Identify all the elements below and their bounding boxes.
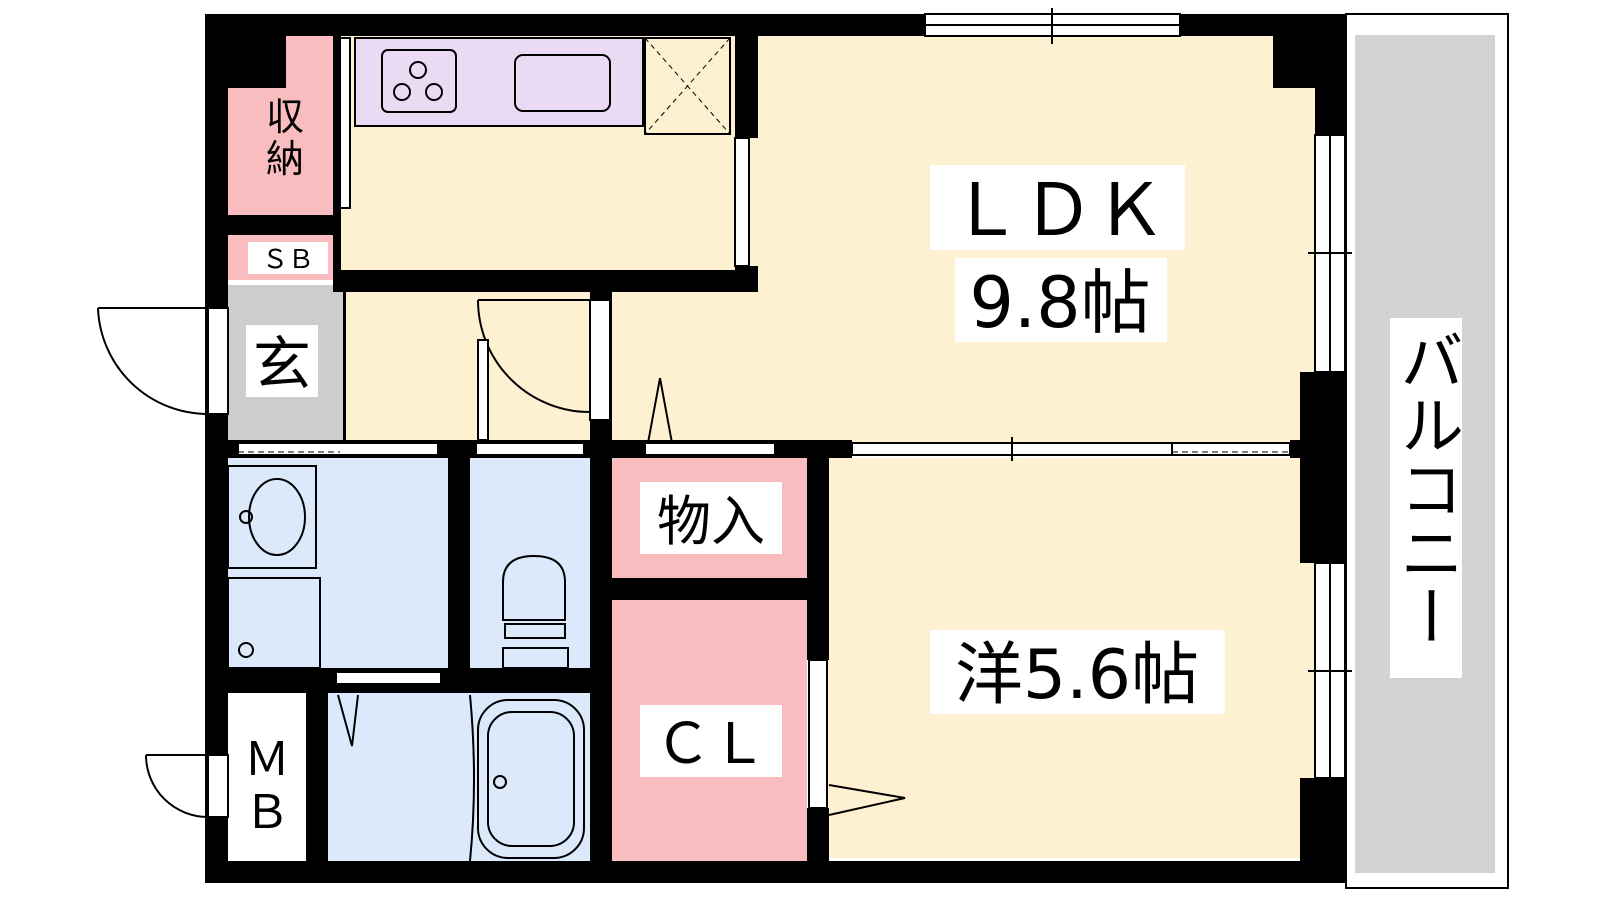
sliding-door-panel [1011,442,1173,456]
burner-icon [425,83,443,101]
closet-door-mark [828,784,906,816]
balcony-outline [1345,13,1509,889]
pillar-top-left [228,36,286,88]
bath-drain-icon [493,775,507,789]
wall-storage-bottom [228,215,333,235]
meter-box-label-line1: Ｍ [244,732,290,786]
pillar-right-bottom [1300,778,1315,861]
storage-door-mark [647,377,673,444]
shuno-label-line2: 納 [266,137,304,181]
bathtub-inner [487,711,575,847]
pillar-right-mid [1300,372,1315,458]
wall-closet-western [807,440,829,660]
sliding-door-panel [851,442,1013,456]
shuno-label-line1: 収 [266,95,304,139]
wall-storage-closet [612,578,807,600]
meter-box-door-frame [207,754,229,818]
closet-door [808,659,828,809]
wash-basin [248,478,306,556]
bath-divider [469,694,475,862]
toilet-floor [470,458,590,668]
wall-wash-toilet [448,440,470,693]
meter-box-floor [228,693,306,861]
wall-kitchen-bottom [333,270,758,292]
wall-meter-box [306,668,328,861]
bathtub-outer [477,699,585,859]
ldk-label: ＬＤＫ [950,168,1166,252]
western-label-bg [930,630,1225,714]
wall-closet-western-lower [807,808,829,861]
hall-door-leaf [589,299,611,421]
wall-toilet-right [590,458,612,861]
kitchen-opening [734,137,750,267]
storage-door [644,442,776,456]
kitchen-sink [514,54,611,112]
fridge-space [644,37,731,135]
faucet-icon [239,510,253,524]
stove [381,49,457,113]
windows [924,8,1352,779]
bath-sliding-door [335,671,442,685]
burner-icon [393,83,411,101]
wall-bottom [205,861,1345,883]
ldk-label-bg [930,165,1185,250]
ldk-size-label: 9.8帖 [969,262,1150,344]
closet-label: ＣＬ [655,712,767,777]
toilet-door-leaf [477,339,489,441]
swing-doors [97,299,611,818]
drain-icon [238,642,254,658]
entrance-label: 玄 [253,330,311,398]
balcony-label-bg [1390,318,1462,678]
front-door-swing [97,307,209,415]
toilet-fixture [502,554,569,669]
fridge-space-cross [644,37,731,135]
wall-kitchen-right [735,36,758,138]
storage-label-bg [640,482,782,554]
washroom-floor [228,458,450,668]
bath-door-mark [337,694,359,747]
toilet-tank [504,623,566,639]
shoebox-label: ＳＢ [262,245,314,275]
burner-icon [409,61,427,79]
bath-fixture [337,694,585,862]
entrance-label-bg [246,325,318,397]
balcony-label: バルコニー [1389,328,1463,648]
pillar-right-mid2 [1300,458,1315,563]
shoebox-label-bg [248,242,328,274]
front-door-frame [207,307,229,415]
entrance-step [343,285,346,440]
meter-box-label-line2: Ｂ [244,785,290,839]
meter-box-door-swing [145,754,209,818]
kitchen [337,37,750,267]
pillar-top-right [1273,36,1315,88]
storage-label: 物入 [657,490,765,553]
western-room-label: 洋5.6帖 [955,636,1199,715]
wall-storage-kitchen [333,36,341,286]
room-labels: ＬＤＫ 9.8帖 洋5.6帖 ＣＬ 物入 収 納 ＳＢ 玄 Ｍ Ｂ バルコニー [244,95,1463,839]
toilet-bowl [502,554,566,621]
toilet-door-frame [475,442,585,456]
wall-kitchen-right-lower [735,266,758,292]
toilet-door-swing [477,299,591,413]
ldk-size-bg [955,258,1167,342]
sliding-door-panel [1171,442,1291,456]
washroom-sliding-door [237,442,439,456]
sliding-doors [237,377,1291,816]
bath-floor [328,693,590,861]
closet-label-bg [640,705,782,777]
